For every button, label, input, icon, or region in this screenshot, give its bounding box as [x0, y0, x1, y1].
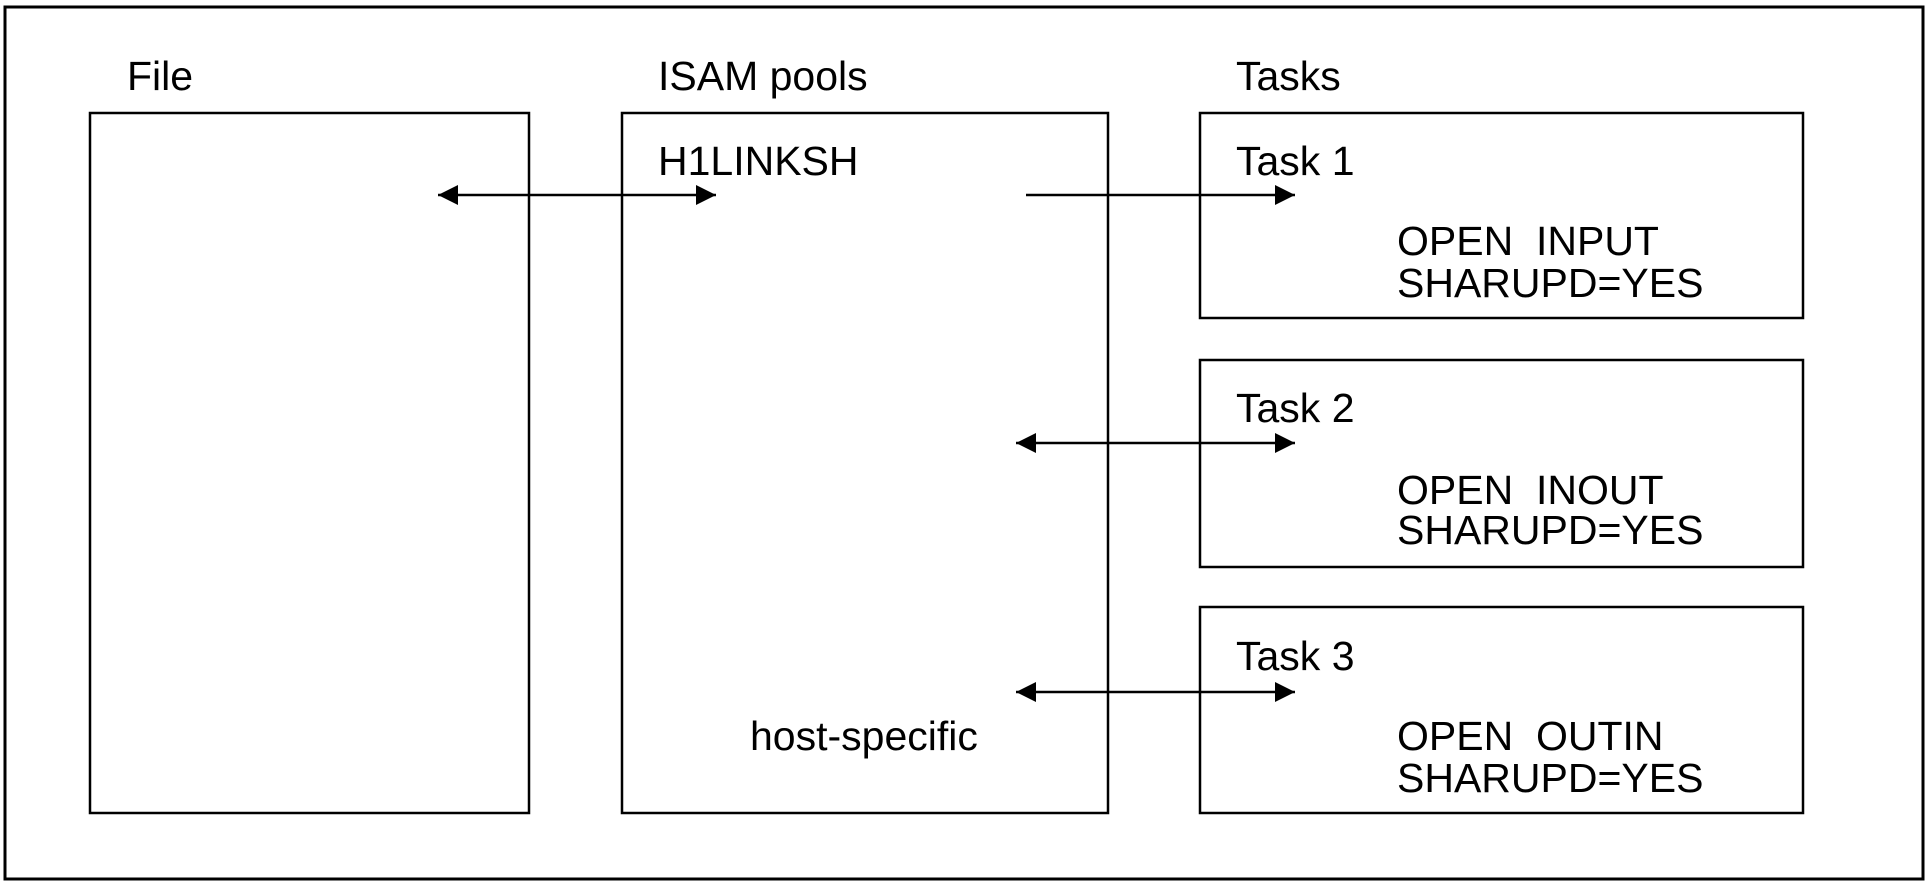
task-1-sharupd: SHARUPD=YES: [1397, 260, 1703, 306]
task-2-box: [1198, 358, 1805, 569]
task-2-open: OPEN INOUT: [1397, 467, 1664, 513]
pool-scope: host-specific: [750, 713, 978, 759]
tasks-header: Tasks: [1236, 53, 1341, 99]
task-1-box: [1198, 111, 1805, 320]
file-box: [88, 111, 531, 815]
task-2-name: Task 2: [1236, 385, 1355, 431]
task-2-sharupd: SHARUPD=YES: [1397, 507, 1703, 553]
isam-pool-box: [620, 111, 1110, 815]
task-3-sharupd: SHARUPD=YES: [1397, 755, 1703, 801]
task-3-name: Task 3: [1236, 633, 1355, 679]
task-3-open: OPEN OUTIN: [1397, 713, 1664, 759]
task-1-open: OPEN INPUT: [1397, 218, 1659, 264]
outer-frame: [3, 5, 1925, 881]
task-1-name: Task 1: [1236, 138, 1355, 184]
task-3-box: [1198, 605, 1805, 815]
pool-name: H1LINKSH: [658, 138, 859, 184]
isam-pools-header: ISAM pools: [658, 53, 868, 99]
file-header: File: [127, 53, 193, 99]
